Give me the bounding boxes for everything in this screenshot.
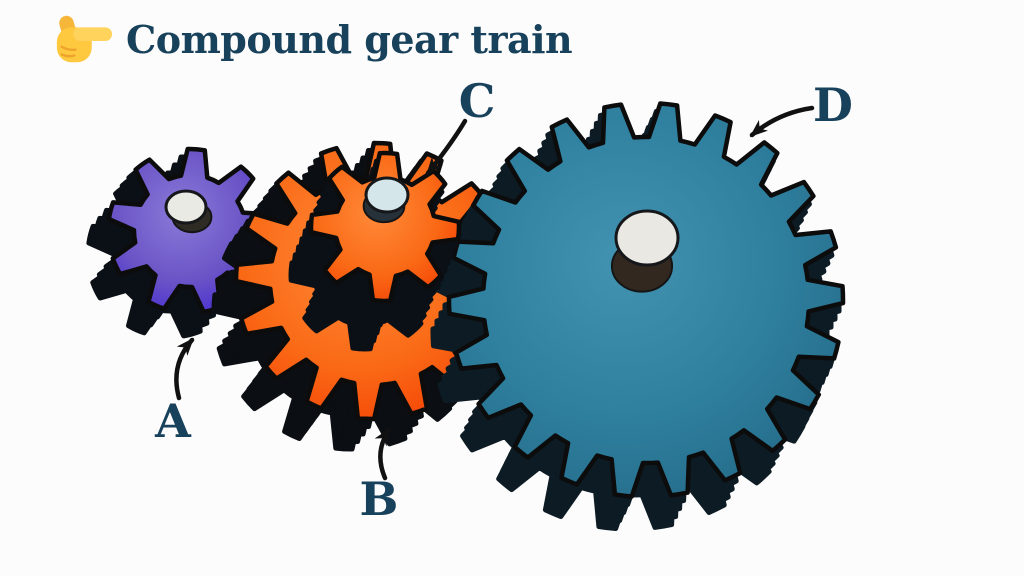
gear-D-face: [446, 101, 846, 499]
gear-D-shaft-icon: [614, 209, 680, 267]
label-group-D: D: [749, 78, 853, 138]
arrow-to-gear-B: [374, 427, 392, 481]
gears-layer: [86, 101, 846, 531]
gear-A: [86, 146, 275, 339]
page-title: Compound gear train: [126, 16, 573, 62]
gear-D: [430, 101, 846, 531]
gear-label-A: A: [154, 394, 192, 448]
arrow-to-gear-D: [749, 105, 815, 138]
label-group-B: B: [360, 427, 399, 526]
gear-label-C: C: [459, 74, 496, 128]
gear-A-shaft-icon: [164, 189, 208, 225]
gear-label-B: B: [360, 472, 399, 526]
labels-layer: A B C D: [154, 74, 853, 526]
gear-C: [288, 150, 462, 352]
label-group-C: C: [425, 74, 496, 176]
gear-C-face: [308, 150, 462, 304]
gear-label-D: D: [813, 78, 853, 132]
arrow-to-gear-C: [425, 118, 468, 176]
arrow-to-gear-A: [174, 337, 195, 401]
title-bar: Compound gear train: [52, 8, 573, 70]
pointing-right-finger-icon: [56, 15, 113, 63]
gear-C-shaft-icon: [364, 176, 410, 214]
label-group-A: A: [154, 337, 195, 448]
